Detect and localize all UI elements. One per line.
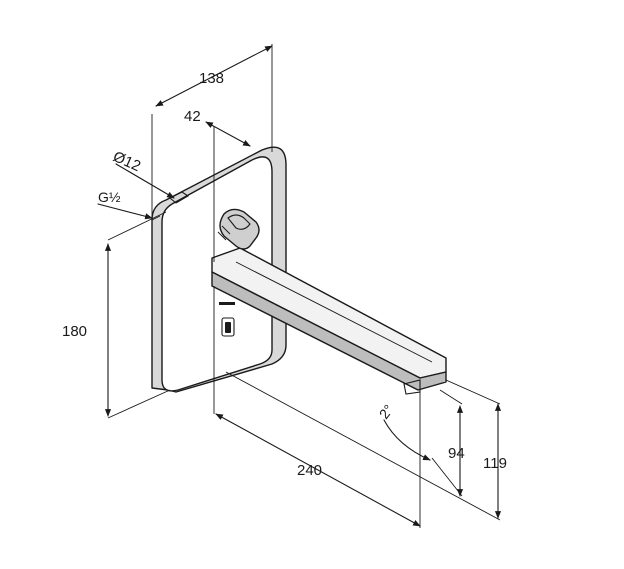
dimension-lines	[97, 45, 502, 527]
sensor-window	[221, 317, 235, 337]
dimension-labels: 138 42 Ø12 G½ 180 240 2° 94 119	[62, 70, 507, 479]
dim-overall-depth: 138	[199, 70, 224, 87]
spout-side	[211, 271, 447, 391]
dim-connector-diameter: Ø12	[110, 148, 143, 175]
control-knob	[217, 208, 260, 250]
connector	[169, 191, 190, 204]
dim-outlet-height: 94	[448, 445, 465, 462]
dim-plate-depth: 42	[184, 108, 201, 125]
logo-mark	[219, 302, 235, 305]
dim-thread: G½	[98, 189, 121, 205]
dim-spout-angle: 2°	[376, 401, 397, 421]
dim-overall-height: 119	[483, 455, 507, 472]
dim-spout-length: 240	[297, 462, 322, 479]
faucet-body	[151, 146, 447, 395]
dim-plate-height: 180	[62, 323, 87, 340]
